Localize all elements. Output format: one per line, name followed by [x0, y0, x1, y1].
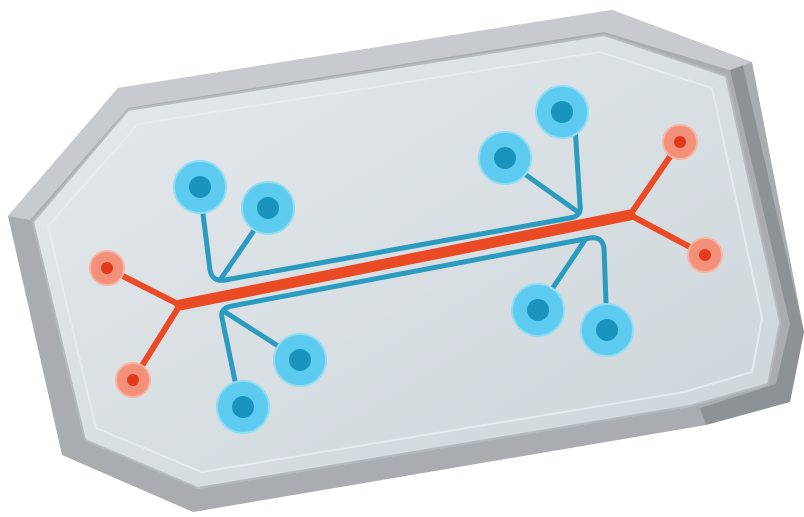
blue-port [173, 160, 227, 214]
orange-port [687, 237, 723, 273]
chip-side-face [700, 62, 804, 425]
chip-surface-highlight [46, 50, 764, 474]
chip-top-rim [8, 10, 752, 220]
orange-port [662, 124, 698, 160]
blue-port [273, 333, 327, 387]
blue-port [511, 283, 565, 337]
blue-channel-lower [219, 235, 610, 408]
orange-ports [89, 124, 723, 398]
blue-ports [173, 85, 634, 434]
blue-channel-upper [197, 107, 583, 283]
orange-main-channel [174, 209, 636, 311]
blue-port [580, 303, 634, 357]
blue-port [241, 181, 295, 235]
blue-port [535, 85, 589, 139]
blue-port [216, 380, 270, 434]
orange-port [115, 362, 151, 398]
orange-port [89, 250, 125, 286]
blue-port [478, 131, 532, 185]
